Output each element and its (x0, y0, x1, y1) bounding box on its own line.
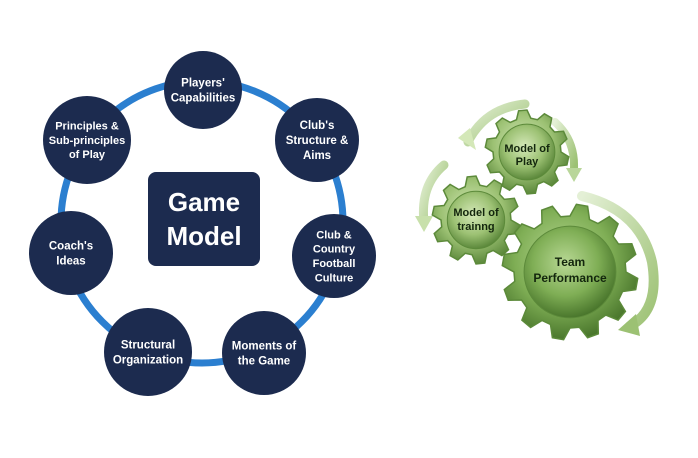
curved-arrow-left-head (415, 216, 433, 232)
gear-model-of-play-hub (498, 123, 556, 181)
node-club-country-football-culture-label-line-4: Culture (315, 272, 354, 284)
curved-arrow-top-head (458, 128, 476, 150)
gear-model-of-training-hub (446, 190, 506, 250)
node-principles-sub-principles-label-line-2: Sub-principles (49, 135, 125, 147)
node-clubs-structure-aims-circle (275, 98, 359, 182)
node-clubs-structure-aims-label-line-2: Structure & (286, 135, 349, 147)
node-players-capabilities: Players' Capabilities (164, 51, 242, 129)
curved-arrow-top-right-head (566, 168, 582, 182)
center-box-background (148, 172, 260, 266)
node-structural-organization-label-line-1: Structural (121, 340, 175, 352)
cycle-arrows (415, 99, 659, 336)
node-principles-sub-principles-label-line-1: Principles & (55, 121, 119, 133)
node-principles-sub-principles-circle (43, 96, 131, 184)
node-moments-of-the-game-circle (222, 311, 306, 395)
gear-model-of-play-line-1: Model of (504, 143, 550, 155)
node-clubs-structure-aims-label-line-1: Club's (300, 120, 335, 132)
node-club-country-football-culture-circle (292, 214, 376, 298)
node-structural-organization-label-line-2: Organization (113, 355, 183, 367)
node-club-country-football-culture-label-line-1: Club & (316, 229, 351, 241)
center-box: Game Model (148, 172, 260, 266)
curved-arrow-left (418, 160, 449, 227)
node-coachs-ideas-label-line-2: Ideas (56, 256, 85, 268)
node-structural-organization-circle (104, 308, 192, 396)
node-clubs-structure-aims-label-line-3: Aims (303, 150, 331, 162)
gear-model-of-training-line-2: trainng (457, 221, 494, 233)
node-moments-of-the-game: Moments of the Game (222, 311, 306, 395)
curved-arrow-big-head (618, 314, 640, 336)
gear-model-of-play-line-2: Play (516, 156, 540, 168)
gear-team-performance (501, 203, 639, 341)
gears-diagram: Model of Play Model of trainng Team Perf… (415, 99, 659, 341)
node-coachs-ideas-circle (29, 211, 113, 295)
center-title-line-2: Model (166, 221, 241, 251)
node-club-country-football-culture-label-line-3: Football (313, 258, 356, 270)
curved-arrow-top-right (551, 118, 579, 172)
gear-team-performance-hub (523, 225, 617, 319)
node-moments-of-the-game-label-line-2: the Game (238, 356, 290, 368)
node-players-capabilities-label-line-2: Capabilities (171, 93, 236, 105)
gear-model-of-training (431, 175, 521, 265)
node-players-capabilities-label-line-1: Players' (181, 78, 225, 90)
gear-labels: Model of Play Model of trainng Team Perf… (453, 143, 607, 285)
node-moments-of-the-game-label-line-1: Moments of (232, 341, 297, 353)
center-title-line-1: Game (168, 187, 240, 217)
node-club-country-football-culture-label-line-2: Country (313, 244, 356, 256)
node-coachs-ideas-label-line-1: Coach's (49, 241, 93, 253)
gear-layer (431, 109, 639, 341)
node-players-capabilities-circle (164, 51, 242, 129)
gear-model-of-training-line-1: Model of (453, 207, 499, 219)
gear-model-of-play (484, 109, 570, 195)
gear-team-performance-line-2: Performance (533, 271, 607, 285)
gear-team-performance-line-1: Team (555, 255, 585, 269)
node-principles-sub-principles-label-line-3: of Play (69, 149, 106, 161)
curved-arrow-big (577, 191, 659, 331)
node-principles-sub-principles: Principles & Sub-principles of Play (43, 96, 131, 184)
